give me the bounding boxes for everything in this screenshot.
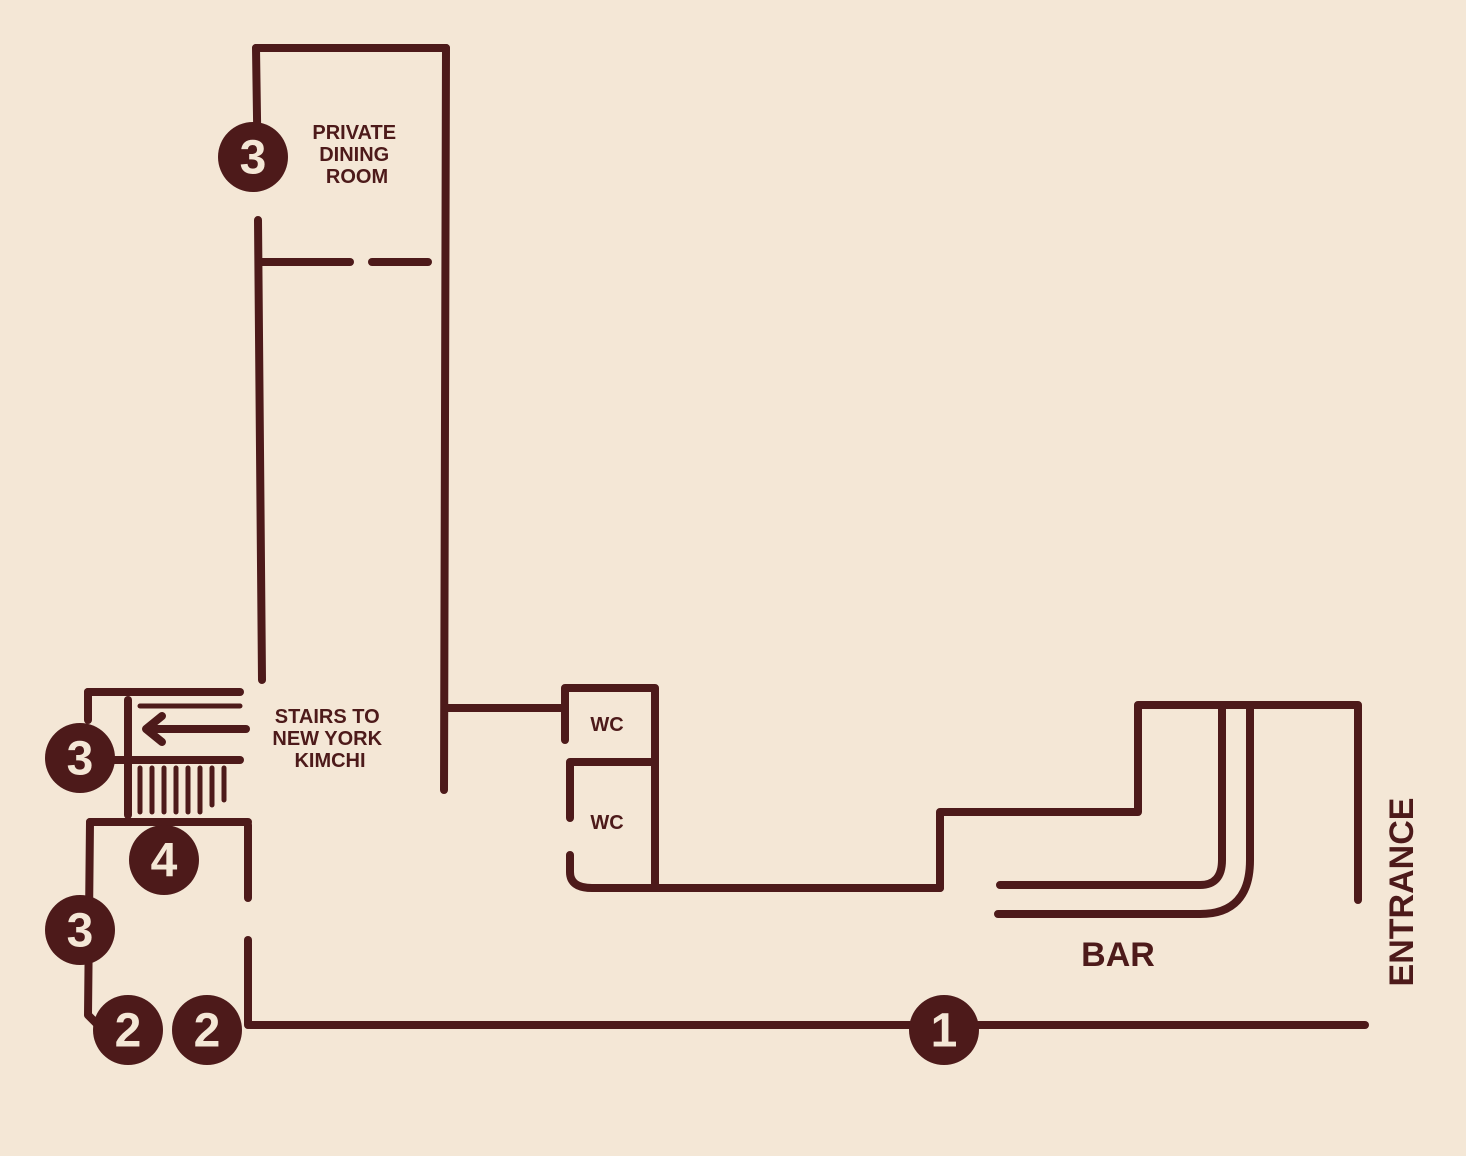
bar-label: BAR	[1081, 936, 1155, 974]
marker-stairs-bottom: 4	[129, 825, 199, 895]
svg-text:3: 3	[67, 733, 94, 786]
marker-corner-b: 2	[172, 995, 242, 1065]
svg-text:3: 3	[67, 905, 94, 958]
bar-walls	[936, 701, 1362, 904]
bar-counter	[994, 704, 1254, 918]
stairs-label: STAIRS TO NEW YORK KIMCHI	[272, 706, 387, 772]
marker-front: 1	[909, 995, 979, 1065]
wc-lower-label: WC	[590, 812, 623, 834]
svg-text:3: 3	[240, 132, 267, 185]
svg-text:1: 1	[931, 1005, 958, 1058]
svg-text:4: 4	[151, 835, 178, 888]
wc-upper-label: WC	[590, 714, 623, 736]
marker-stairs-left: 3	[45, 723, 115, 793]
marker-left-wall: 3	[45, 895, 115, 965]
stairs-arrow-icon	[142, 712, 250, 746]
front-wall	[244, 821, 1369, 1029]
wc-walls	[442, 684, 944, 892]
corridor-walls	[252, 44, 450, 794]
svg-text:2: 2	[115, 1005, 142, 1058]
marker-corner-a: 2	[93, 995, 163, 1065]
private-dining-label: PRIVATE DINING ROOM	[312, 122, 401, 188]
stair-treads	[137, 765, 227, 815]
svg-text:2: 2	[194, 1005, 221, 1058]
marker-private-dining: 3	[218, 122, 288, 192]
entrance-label: ENTRANCE	[1383, 798, 1421, 987]
